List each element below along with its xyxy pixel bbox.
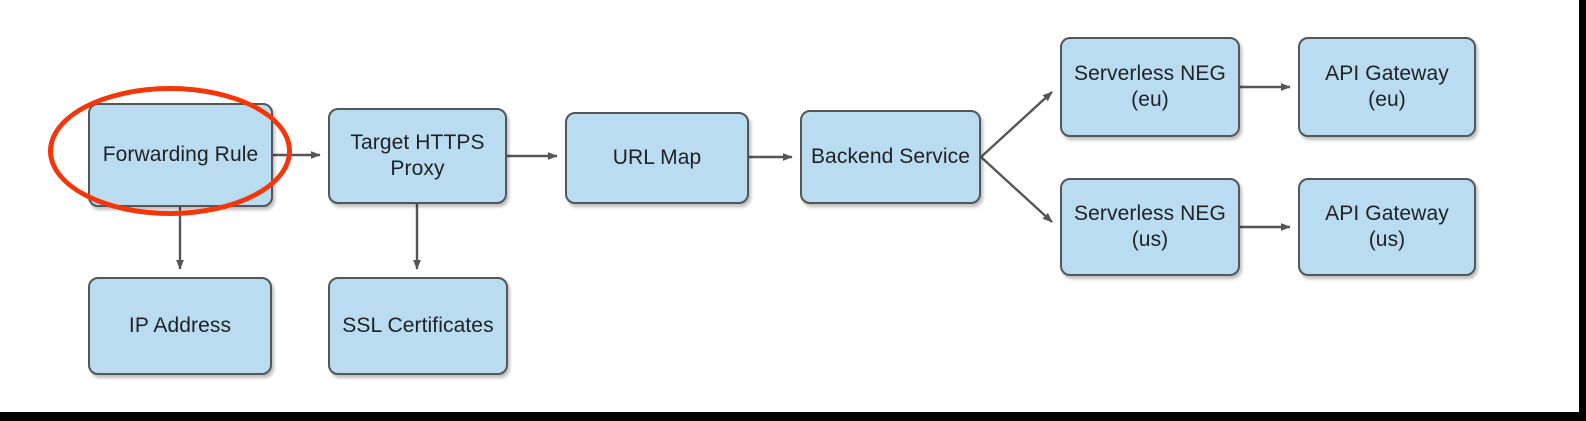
node-ssl-certificates[interactable]: SSL Certificates xyxy=(328,277,508,375)
highlight-ellipse-annotation xyxy=(48,86,292,216)
edge-backend-service-to-neg-us xyxy=(980,156,1053,223)
node-serverless-neg-us-label: Serverless NEG (us) xyxy=(1074,202,1226,251)
node-api-gateway-us-label: API Gateway (us) xyxy=(1325,202,1449,251)
node-ssl-certificates-label: SSL Certificates xyxy=(342,314,494,338)
node-api-gateway-eu-label: API Gateway (eu) xyxy=(1325,62,1449,111)
node-url-map[interactable]: URL Map xyxy=(565,112,749,204)
node-serverless-neg-eu[interactable]: Serverless NEG (eu) xyxy=(1060,37,1240,137)
node-target-https-proxy-label: Target HTTPS Proxy xyxy=(350,131,485,180)
node-backend-service[interactable]: Backend Service xyxy=(800,110,981,204)
node-url-map-label: URL Map xyxy=(612,146,702,170)
node-ip-address-label: IP Address xyxy=(128,314,232,338)
node-serverless-neg-us[interactable]: Serverless NEG (us) xyxy=(1060,178,1240,276)
node-api-gateway-eu[interactable]: API Gateway (eu) xyxy=(1298,37,1476,137)
node-ip-address[interactable]: IP Address xyxy=(88,277,272,375)
node-backend-service-label: Backend Service xyxy=(810,145,971,169)
node-api-gateway-us[interactable]: API Gateway (us) xyxy=(1298,178,1476,276)
node-target-https-proxy[interactable]: Target HTTPS Proxy xyxy=(328,108,507,204)
node-serverless-neg-eu-label: Serverless NEG (eu) xyxy=(1074,62,1226,111)
edge-backend-service-to-neg-eu xyxy=(980,91,1053,158)
